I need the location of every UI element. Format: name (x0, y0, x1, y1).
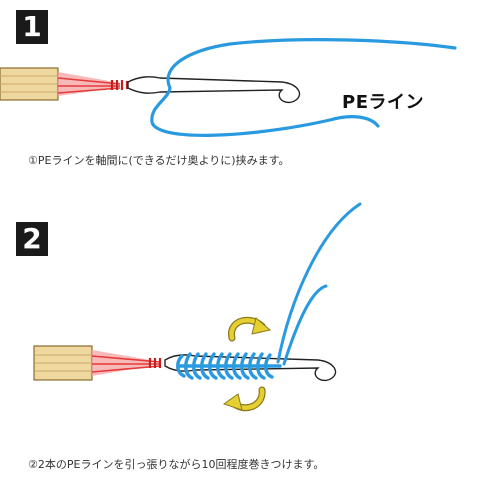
pe-line-1 (150, 38, 457, 137)
step-2-illustration (33, 202, 362, 412)
leader-line-1 (57, 72, 129, 96)
wood-handle-2 (33, 345, 93, 381)
rotation-arrow-top (228, 316, 272, 342)
step-1-caption: ①PEラインを軸間に(できるだけ奥よりに)挟みます。 (28, 154, 290, 167)
pe-line-label: PEライン (342, 92, 424, 113)
step-1-badge: 1 (16, 10, 48, 44)
pe-line-tails (276, 202, 362, 366)
step-2-badge: 2 (16, 222, 48, 256)
step-1-illustration (0, 38, 457, 137)
wood-handle-1 (0, 67, 59, 101)
leader-line-2 (91, 350, 162, 376)
step-2-caption: ②2本のPEラインを引っ張りながら10回程度巻きつけます。 (28, 458, 325, 471)
rotation-arrow-bottom (222, 386, 266, 412)
pe-line-wraps (176, 352, 282, 380)
leader-loop-1 (127, 76, 301, 104)
